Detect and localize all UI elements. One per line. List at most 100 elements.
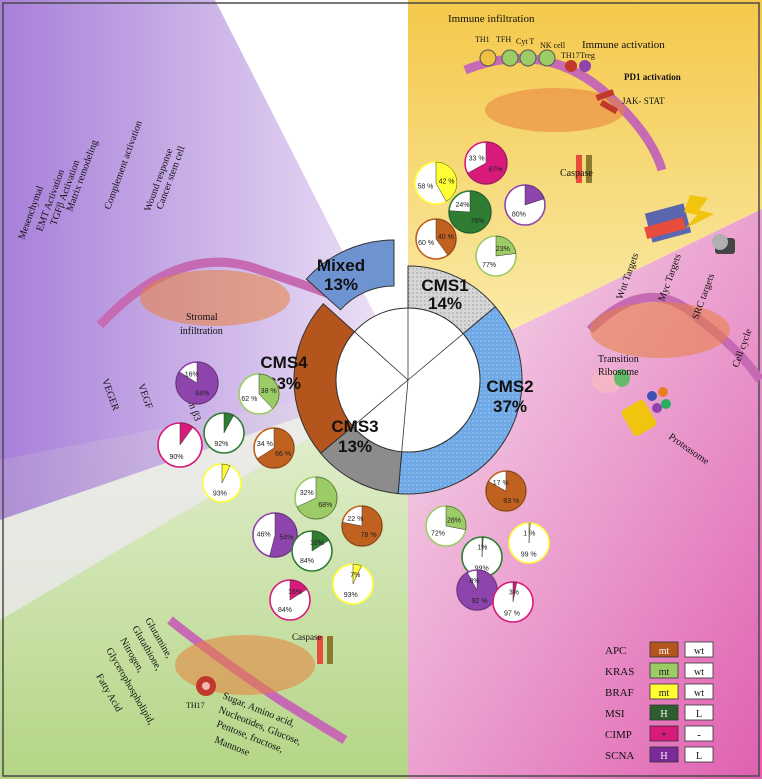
cms2-pie-cimp: 3% 97 % xyxy=(492,581,534,623)
cms4-pie-kras-wt-label: 62 % xyxy=(241,396,257,403)
cms3-pie-kras-wt-label: 32% xyxy=(300,490,314,497)
cms2-pie-kras: 28%72% xyxy=(425,505,467,547)
cms1-label-caspase: Caspase xyxy=(560,168,593,179)
cms2-pie-braf-mt-label: 1 % xyxy=(523,531,535,538)
cms4-label-stromal: Stromal xyxy=(186,312,218,323)
legend-swatch-mt-apc xyxy=(649,641,679,658)
cms4-pie-apc: 66 %34 % xyxy=(253,427,295,469)
cms2-pie-kras-wt-label: 72% xyxy=(431,531,445,538)
cms3-pie-kras-mt-label: 68% xyxy=(318,502,332,509)
cms1-pie-msi-slice xyxy=(448,190,492,234)
legend-mt-apc: mt xyxy=(659,646,670,657)
cms3-pie-msi-wt-label: 84% xyxy=(300,558,314,565)
ring-spoke-4 xyxy=(354,331,409,381)
legend-wt-cimp: - xyxy=(697,730,700,741)
cms4-label-infiltration: infiltration xyxy=(180,326,223,337)
cms2-pie-cimp-slice xyxy=(512,581,518,603)
cms1-pie-msi-mt-label: 76% xyxy=(470,218,484,225)
cms1-quadrant-bg xyxy=(408,0,762,380)
cms4-pie-scna-wt-label: 16% xyxy=(185,371,199,378)
ring-label-cms4: CMS4 xyxy=(260,353,308,372)
cms3-pie-cimp-mt-label: 16% xyxy=(288,589,302,596)
cms3-pie-msi-slice xyxy=(311,530,330,552)
cms1-pie-braf-wt-label: 58 % xyxy=(417,184,433,191)
legend-swatch-mt-braf xyxy=(649,683,679,700)
cms3-caspase-icon xyxy=(317,636,333,664)
cms4-pie-braf: 93% xyxy=(202,463,242,503)
cms2-pie-braf: 1 %99 % xyxy=(508,522,550,564)
legend-label-apc: APC xyxy=(605,645,626,657)
cms1-cell-label-5: Treg xyxy=(580,51,595,60)
legend-mt-kras: mt xyxy=(659,667,670,678)
legend-mt-scna: H xyxy=(660,751,667,762)
legend-wt-scna: L xyxy=(696,751,702,762)
ring-spoke-2 xyxy=(401,379,409,452)
cms2-pie-msi-slice xyxy=(481,536,484,558)
cms3-pie-kras-slice xyxy=(296,476,338,520)
cms1-pie-scna-slice xyxy=(524,184,545,206)
ring-label-mixed: Mixed xyxy=(317,256,365,275)
cms2-tissue-stroma xyxy=(590,302,730,358)
cms1-pie-apc-wt-label: 60 % xyxy=(418,240,434,247)
cms4-pie-msi: 92% xyxy=(203,412,245,454)
cms1-pie-scna: 80% xyxy=(504,184,546,226)
cms2-pie-scna: 92 % 8% xyxy=(456,569,498,611)
cms1-caspase-icon xyxy=(576,155,592,183)
legend-label-kras: KRAS xyxy=(605,666,634,678)
cms1-pie-apc: 40 %60 % xyxy=(415,218,457,260)
cms2-pie-scna-mt-label: 92 % xyxy=(472,598,488,605)
th17-cell-icon xyxy=(196,676,216,696)
cms4-pie-scna-slice xyxy=(175,361,219,405)
cms2-pie-apc: 83 %17 % xyxy=(485,470,527,512)
cms2-pie-kras-mt-label: 28% xyxy=(447,517,461,524)
cms4-pie-apc-slice xyxy=(256,427,295,469)
cms3-pie-cimp-slice xyxy=(289,579,308,601)
cms1-pie-braf-mt-label: 42 % xyxy=(439,178,455,185)
cms2-label-transition: Transition xyxy=(598,354,639,365)
cms1-label-immune-activation: Immune activation xyxy=(582,39,665,51)
legend-row-cimp: CIMP+- xyxy=(605,725,714,742)
cms2-pie-cimp-mt-label: 3% xyxy=(509,590,519,597)
cms4-tissue-stroma xyxy=(140,270,290,326)
cms1-tissue-stroma xyxy=(485,88,625,132)
cms1-pie-scna-wt-label: 80% xyxy=(512,211,526,218)
cms2-pie-cimp-wt-label: 97 % xyxy=(504,610,520,617)
cms2-pie-scna-wt-label: 8% xyxy=(469,578,479,585)
cms3-pie-braf: 7%93% xyxy=(332,563,374,605)
cms4-pie-cimp-slice xyxy=(179,422,194,446)
cms4-pie-msi-wt-label: 92% xyxy=(214,441,228,448)
cms1-pie-braf: 42 % 58 % xyxy=(414,161,458,205)
cms3-pie-braf-mt-label: 7% xyxy=(350,572,360,579)
ring-spoke-1 xyxy=(407,333,464,381)
cms4-pie-kras-mt-label: 38 % xyxy=(261,388,277,395)
legend-mt-msi: H xyxy=(660,709,667,720)
cms1-cell-label-1: TFH xyxy=(496,35,511,44)
cms1-label-jak-stat: JAK- STAT xyxy=(622,96,665,106)
ring-label-cms3: CMS3 xyxy=(331,417,378,436)
cms1-pie-cimp-wt-label: 33 % xyxy=(469,155,485,162)
cms3-pie-apc-wt-label: 22 % xyxy=(347,516,363,523)
cms2-pie-msi: 1%99% xyxy=(461,536,503,578)
cms3-pie-apc-mt-label: 78 % xyxy=(361,532,377,539)
cms1-pie-kras-mt-label: 23% xyxy=(496,246,510,253)
legend-swatch-mt-msi xyxy=(649,704,679,721)
cms2-pie-braf-slice xyxy=(528,522,531,544)
cms4-pie-cimp: 90% xyxy=(157,422,203,468)
legend-mt-braf: mt xyxy=(659,688,670,699)
cms4-pie-kras-slice xyxy=(258,373,280,409)
cms4-pie-msi-slice xyxy=(223,412,234,434)
ribosome-icon xyxy=(592,369,630,393)
ring-segment-mixed xyxy=(305,239,395,311)
ring-percent-mixed: 13% xyxy=(324,275,358,294)
legend-wt-kras: wt xyxy=(694,667,704,678)
cms1-label-pd1-activation: PD1 activation xyxy=(624,72,681,82)
cms4-pie-kras: 38 % 62 % xyxy=(238,373,280,415)
cms3-pie-scna-wt-label: 46% xyxy=(257,532,271,539)
cms3-pie-scna: 54%46% xyxy=(252,512,298,558)
